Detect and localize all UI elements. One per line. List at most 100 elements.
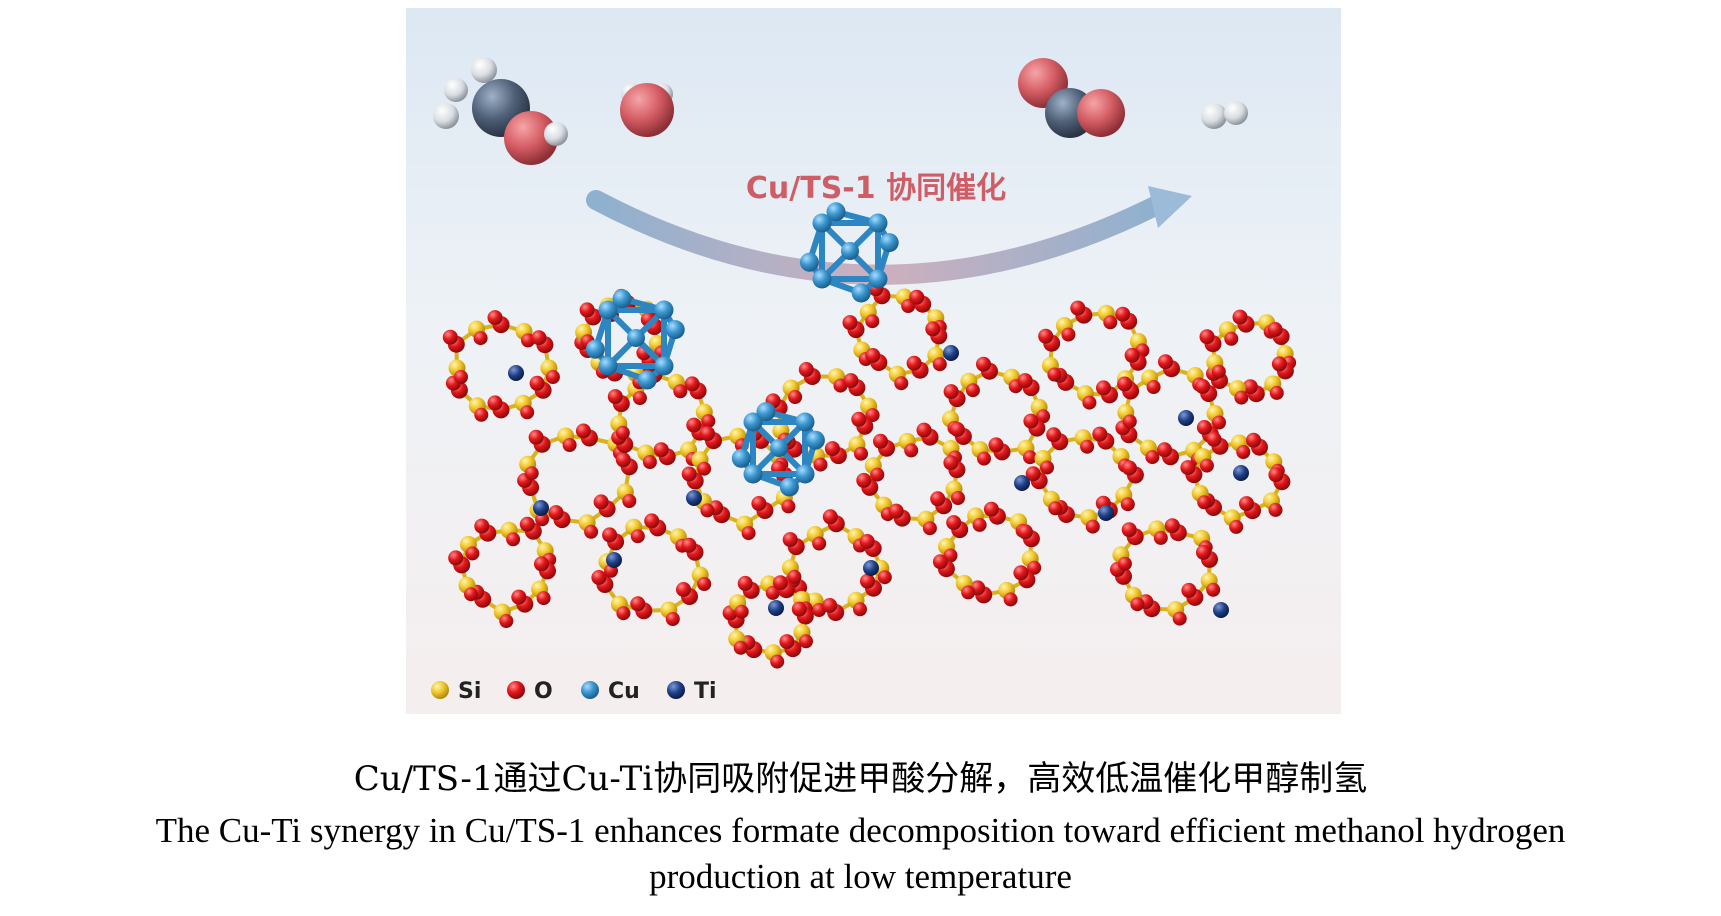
o-atom <box>697 461 712 476</box>
o-atom <box>943 455 959 471</box>
ti-atom <box>1233 465 1249 481</box>
o-atom <box>949 422 965 437</box>
cu-atom <box>598 356 618 376</box>
o-atom <box>681 466 697 482</box>
cu-atom <box>637 370 657 390</box>
o-atom <box>1117 376 1133 392</box>
o-atom <box>1172 611 1187 626</box>
cu-atom <box>868 213 888 233</box>
o-atom <box>1121 522 1137 538</box>
o-atom <box>1269 385 1284 400</box>
framework-ring <box>842 281 948 391</box>
cu-atom <box>731 448 751 468</box>
o-atom <box>972 517 987 532</box>
o-atom <box>1146 380 1161 394</box>
o-atom <box>1092 426 1108 442</box>
o-atom <box>499 614 514 628</box>
o-atom <box>1206 431 1222 447</box>
o-atom <box>616 606 631 621</box>
framework-ring <box>1180 431 1291 534</box>
o-atom <box>951 491 965 505</box>
framework-ring <box>942 356 1051 466</box>
ts1-framework <box>442 281 1297 669</box>
cu-atom <box>665 320 685 340</box>
o-atom <box>511 589 527 605</box>
o-atom <box>842 315 858 331</box>
o-atom <box>487 310 503 326</box>
caption-english-line1: The Cu-Ti synergy in Cu/TS-1 enhances fo… <box>155 811 1566 850</box>
o-atom <box>925 321 941 337</box>
o-atom <box>448 550 464 566</box>
o-atom <box>548 505 564 521</box>
o-atom <box>615 452 631 468</box>
legend-item-ti: Ti <box>667 679 717 704</box>
svg-text:Si: Si <box>458 679 481 704</box>
o-atom <box>1124 347 1140 363</box>
ti-atom <box>508 365 524 381</box>
caption-english-line2: production at low temperature <box>649 857 1072 896</box>
o-atom <box>737 575 753 591</box>
ti-atom <box>863 560 879 576</box>
o-atom <box>851 411 867 427</box>
o-atom <box>1157 442 1172 458</box>
o-atom <box>531 330 547 346</box>
o-atom <box>622 494 637 508</box>
o-atom <box>506 532 521 547</box>
o-atom <box>1082 395 1097 410</box>
o-atom <box>454 370 468 384</box>
o-atom <box>1211 364 1226 379</box>
o-atom <box>1164 518 1180 534</box>
cu-atom <box>812 269 832 289</box>
legend-item-cu: Cu <box>581 679 640 704</box>
cu-atom <box>795 464 815 484</box>
ti-atom <box>1098 505 1114 521</box>
svg-text:O: O <box>534 679 553 704</box>
ti-atom <box>768 600 784 616</box>
cu-atom <box>743 412 763 432</box>
o-atom <box>653 442 669 458</box>
framework-ring <box>442 310 560 422</box>
o-atom <box>888 503 904 519</box>
water-molecule <box>620 83 674 137</box>
o-atom <box>1046 427 1062 443</box>
o-atom <box>1080 439 1095 454</box>
cu-cluster <box>585 289 685 390</box>
o-atom <box>916 422 932 438</box>
o-atom <box>856 472 872 488</box>
o-atom <box>1130 597 1145 612</box>
o-atom <box>1268 467 1284 483</box>
o-atom <box>684 376 700 392</box>
o-atom <box>701 414 716 429</box>
o-atom <box>607 389 623 405</box>
o-atom <box>1199 329 1215 345</box>
o-atom <box>642 455 657 469</box>
o-atom <box>1246 432 1261 448</box>
cu-cluster <box>731 402 825 497</box>
ti-atom <box>1178 410 1194 426</box>
o-atom <box>1013 565 1029 581</box>
framework-ring <box>1110 518 1221 626</box>
framework-ring <box>781 509 892 621</box>
o-atom <box>988 437 1004 453</box>
framework-ring <box>856 422 966 536</box>
o-atom <box>1121 460 1137 476</box>
o-atom <box>686 417 702 433</box>
o-atom <box>1199 458 1214 473</box>
o-atom <box>1061 327 1076 342</box>
o-atom <box>1271 356 1287 372</box>
o-atom <box>734 604 749 619</box>
o-atom <box>1036 409 1051 424</box>
o-atom <box>765 585 780 600</box>
o-atom <box>1234 390 1249 405</box>
legend: Si O Cu Ti <box>431 679 717 704</box>
o-atom <box>700 503 715 518</box>
o-atom <box>894 376 909 391</box>
o-atom <box>464 587 478 602</box>
o-atom <box>977 451 991 466</box>
o-atom <box>946 515 962 531</box>
o-atom <box>529 375 545 391</box>
cu-atom <box>799 252 819 272</box>
o-atom <box>1153 530 1168 545</box>
o-atom <box>909 289 925 305</box>
o-atom <box>1038 328 1054 344</box>
